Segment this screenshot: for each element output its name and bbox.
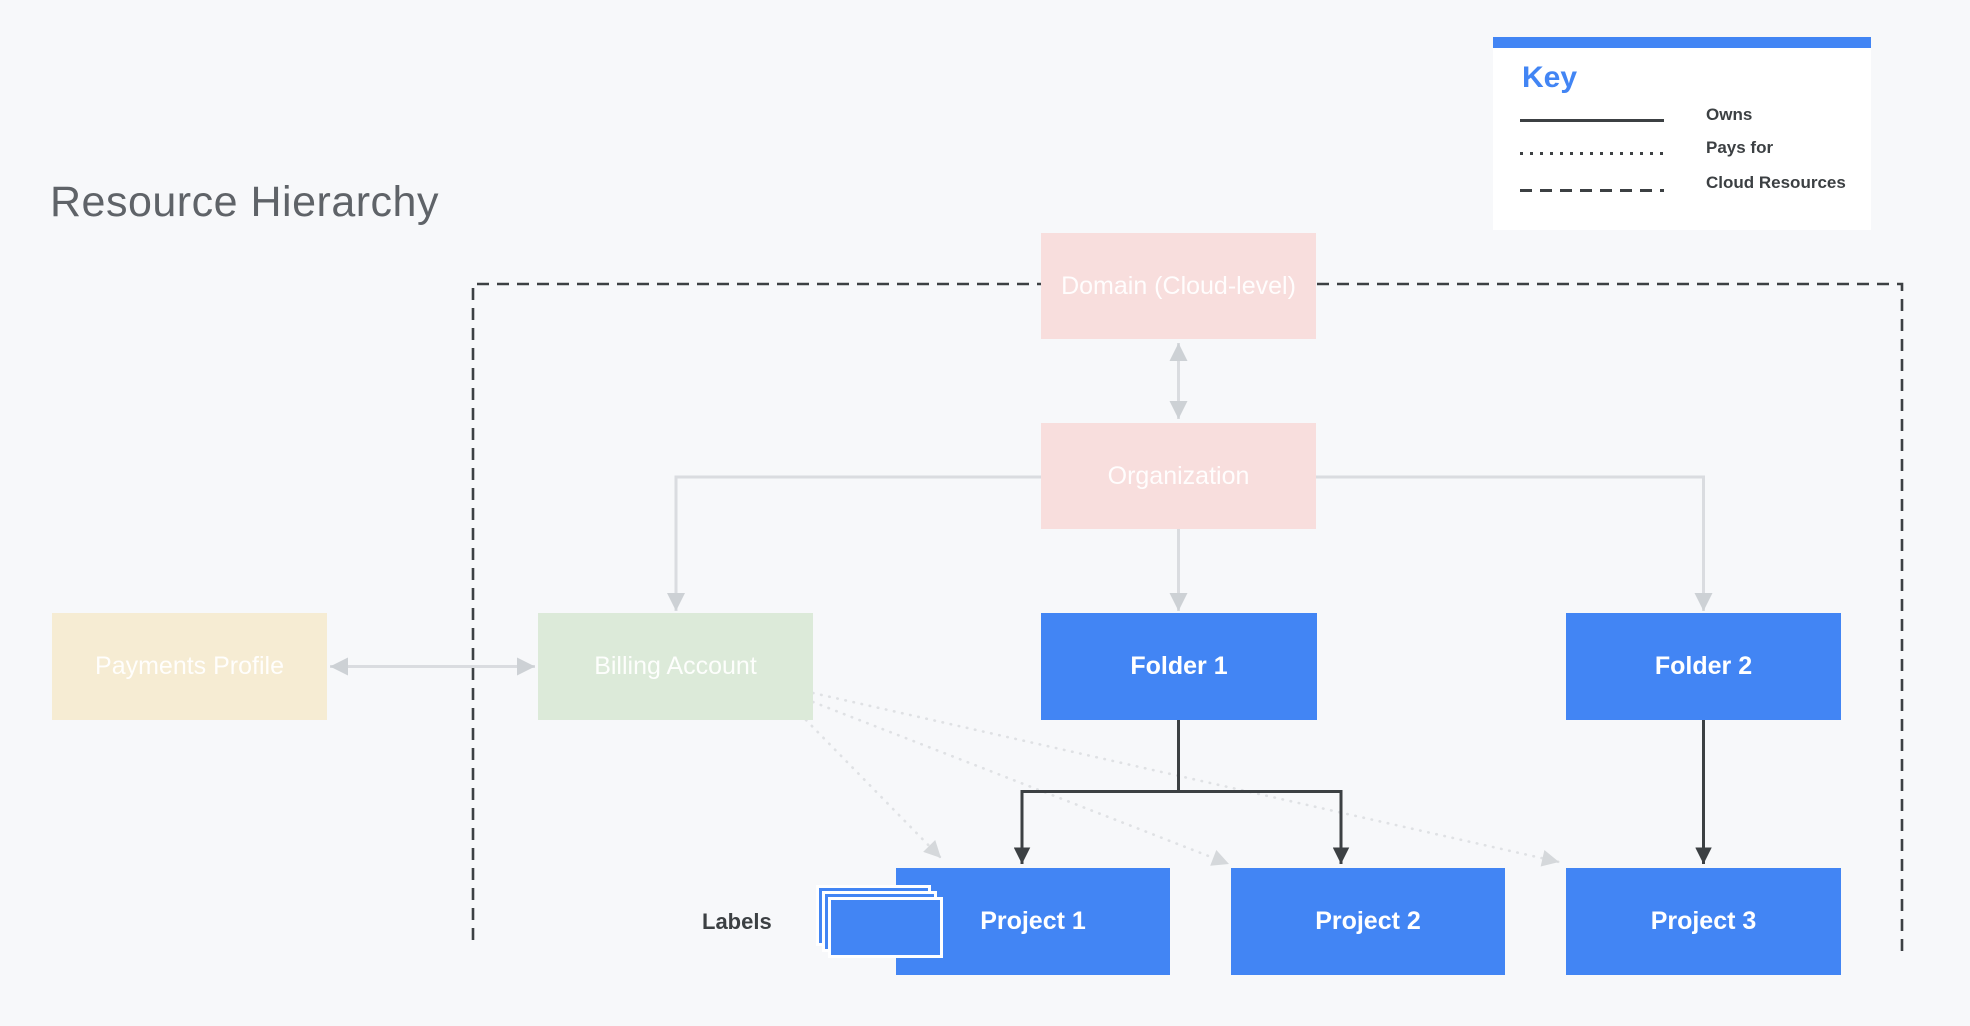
edge-billing-project1 (804, 718, 943, 860)
owns-line-swatch (1520, 119, 1664, 122)
node-domain-cloud-level: Domain (Cloud-level) (1041, 233, 1316, 339)
node-billing-account: Billing Account (538, 613, 813, 720)
owns-connectors-faded (330, 343, 1713, 676)
legend-title: Key (1522, 61, 1578, 94)
labels-stack-icon (816, 885, 944, 959)
node-folder-1: Folder 1 (1041, 613, 1317, 720)
legend-accent-bar (1493, 37, 1871, 48)
cloud-resources-line-swatch (1520, 189, 1664, 192)
node-organization: Organization (1041, 423, 1316, 529)
pays-for-line-swatch (1520, 152, 1664, 155)
node-payments-profile: Payments Profile (52, 613, 327, 720)
pays-for-connectors (804, 691, 1561, 867)
edge-billing-project2 (811, 700, 1231, 866)
node-project-2: Project 2 (1231, 868, 1505, 975)
edge-organization-folder2 (1316, 475, 1713, 611)
owns-connectors-dark (1013, 720, 1712, 864)
labels-caption: Labels (702, 909, 772, 934)
edge-folder1-project1-project2 (1013, 790, 1350, 864)
node-folder-2: Folder 2 (1566, 613, 1841, 720)
legend-label-pays-for: Pays for (1706, 138, 1774, 157)
legend: Key Owns Pays for Cloud Resources (1493, 37, 1871, 230)
edge-organization-billing (667, 475, 1041, 611)
node-project-3: Project 3 (1566, 868, 1841, 975)
legend-label-owns: Owns (1706, 105, 1753, 124)
page-title: Resource Hierarchy (50, 178, 439, 226)
label-sheet-front-icon (828, 897, 943, 958)
legend-label-cloud-resources: Cloud Resources (1706, 173, 1846, 192)
edge-billing-project3 (811, 691, 1561, 867)
node-project-1: Project 1 (896, 868, 1170, 975)
